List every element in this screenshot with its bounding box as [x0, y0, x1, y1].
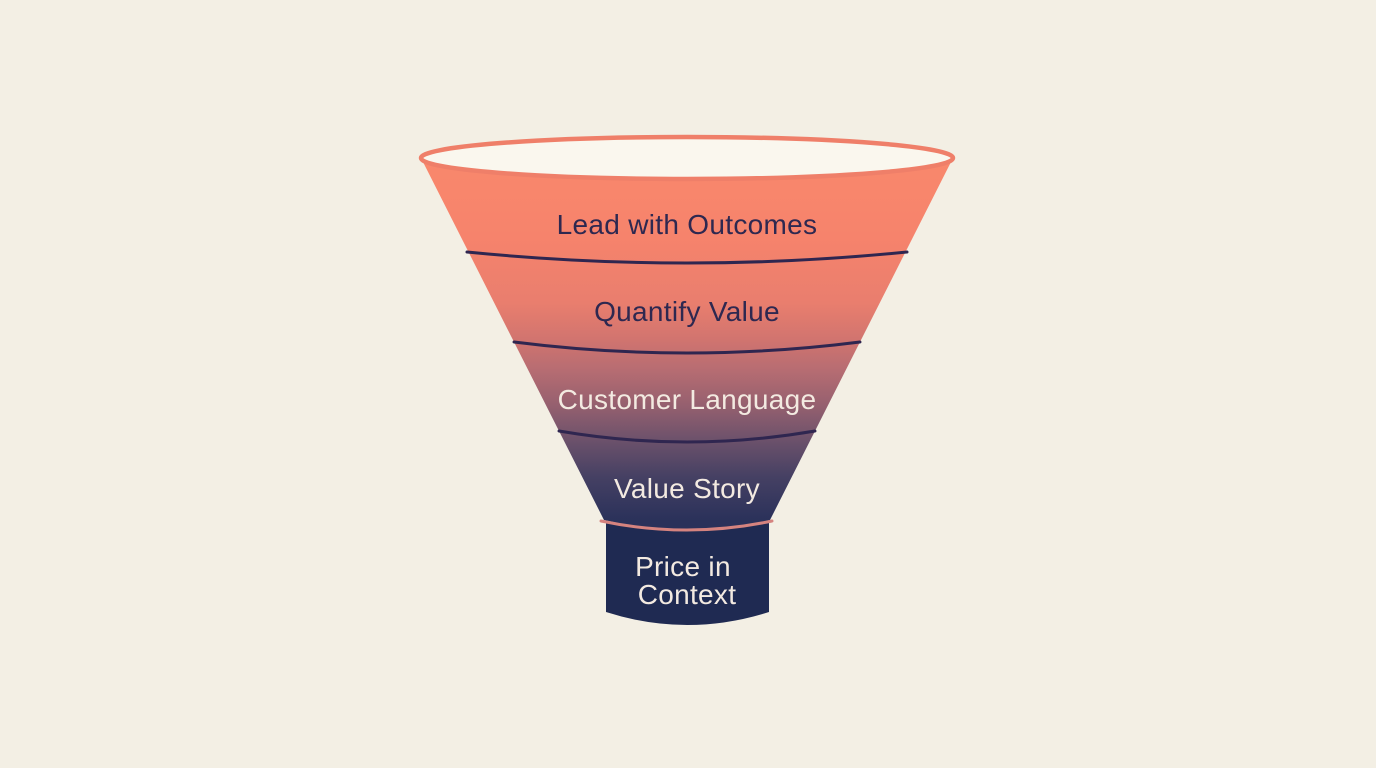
stage-label-price-in-context: Price in Context	[635, 551, 739, 610]
divider-arc-1	[465, 250, 909, 265]
stage-label-value-story: Value Story	[614, 473, 760, 504]
spout-joint-arc	[599, 519, 774, 532]
stage-label-price-in-context-line-2: Context	[638, 579, 737, 610]
funnel-cone-body	[421, 158, 953, 530]
stage-label-customer-language: Customer Language	[558, 384, 817, 415]
funnel-rim-outline	[418, 134, 956, 182]
stage-label-quantify-value: Quantify Value	[594, 296, 780, 327]
divider-arc-2	[512, 340, 862, 355]
stage-label-price-in-context-line-1: Price in	[635, 551, 731, 582]
divider-arc-3	[557, 429, 817, 444]
stage-label-lead-with-outcomes: Lead with Outcomes	[557, 209, 818, 240]
funnel-rim-ellipse	[421, 137, 953, 179]
funnel-spout	[606, 522, 769, 625]
